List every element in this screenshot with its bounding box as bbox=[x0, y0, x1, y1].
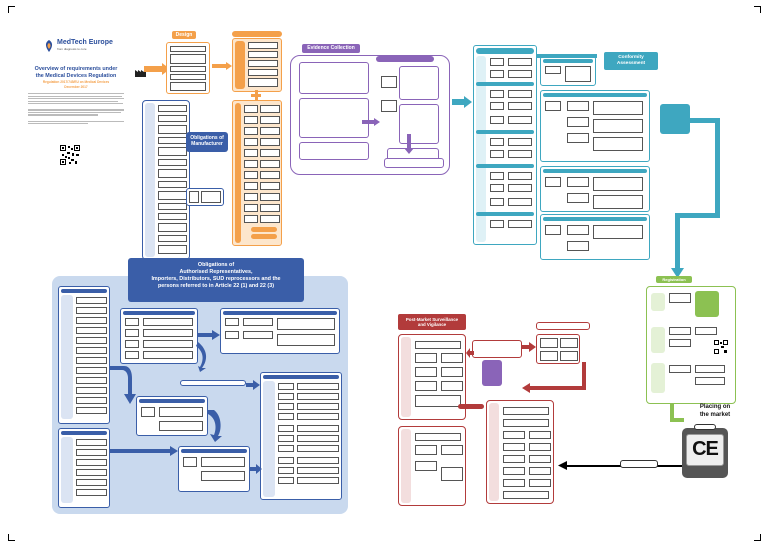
ar-arrow-7 bbox=[250, 464, 262, 474]
pms-left-box bbox=[398, 334, 466, 420]
conformity-down-arrow bbox=[671, 268, 684, 278]
ar-left-list-1 bbox=[58, 286, 110, 424]
ar-middle-bar bbox=[180, 380, 246, 386]
design-lower-box bbox=[232, 100, 282, 246]
ar-arrow-6 bbox=[246, 380, 260, 390]
conformity-right-line-h2 bbox=[678, 213, 720, 218]
registration-down-line bbox=[670, 404, 674, 422]
registration-header: Registration bbox=[656, 276, 692, 283]
conformity-right-line bbox=[690, 118, 720, 123]
ce-mark-tag bbox=[694, 424, 716, 430]
conformity-mid-box-1 bbox=[540, 56, 596, 86]
pms-arrow-left bbox=[466, 348, 474, 358]
ar-middle-box bbox=[136, 396, 208, 436]
ce-mark-text: CE bbox=[692, 438, 719, 460]
intro-body-text bbox=[28, 92, 124, 126]
manufacturer-header: Obligations of Manufacturer bbox=[186, 132, 228, 152]
evidence-header: Evidence Collection bbox=[302, 44, 360, 53]
ar-arrow-2 bbox=[196, 342, 207, 372]
ar-right-box bbox=[260, 372, 342, 500]
ar-header: Obligations of Authorised Representative… bbox=[128, 258, 304, 302]
brand-tagline: from diagnosis to cure bbox=[57, 47, 87, 51]
plus-icon bbox=[251, 90, 261, 100]
registration-qr-code bbox=[714, 340, 728, 354]
design-requirements-header bbox=[232, 31, 282, 37]
manufacturer-list bbox=[142, 100, 190, 260]
brand-logo: MedTech Europe from diagnosis to cure bbox=[42, 38, 113, 54]
crop-mark-top-left bbox=[8, 6, 15, 13]
ar-header-line3: Importers, Distributors, SUD reprocessor… bbox=[151, 276, 281, 282]
conformity-header-line1: Conformity bbox=[618, 55, 644, 60]
evidence-to-conformity-arrow bbox=[452, 96, 472, 108]
intro-title-line2: the Medical Devices Regulation bbox=[35, 73, 117, 79]
design-requirements-box bbox=[232, 38, 282, 92]
pms-header-line1: Post-Market Surveillance bbox=[405, 316, 459, 322]
intro-title: Overview of requirements under the Medic… bbox=[28, 66, 124, 89]
ce-mark-face: CE bbox=[686, 434, 724, 466]
ce-mark-note bbox=[620, 460, 658, 468]
pms-left-box-2 bbox=[398, 426, 466, 506]
intro-title-line1: Overview of requirements under bbox=[34, 66, 118, 72]
pms-center-box bbox=[472, 340, 522, 358]
design-header: Design bbox=[172, 31, 196, 39]
pms-arrow-return bbox=[522, 362, 586, 393]
factory-icon bbox=[135, 64, 147, 82]
crop-mark-bottom-left bbox=[8, 534, 15, 541]
pms-center-purple bbox=[482, 360, 502, 386]
registration-h-line bbox=[670, 418, 684, 422]
design-box bbox=[166, 42, 210, 94]
conformity-header: Conformity Assessment bbox=[604, 52, 658, 70]
placing-on-market-label: Placing on the market bbox=[690, 404, 740, 419]
ar-center-box-1 bbox=[120, 308, 198, 364]
ar-arrow-3 bbox=[208, 410, 222, 442]
ar-bottom-box bbox=[178, 446, 250, 492]
evidence-box bbox=[290, 55, 450, 175]
manufacturer-sidebox bbox=[186, 188, 224, 206]
conformity-right-box bbox=[660, 104, 690, 134]
ce-mark-arrow-head bbox=[558, 461, 567, 470]
evidence-arrow-left bbox=[362, 118, 380, 126]
registration-box bbox=[646, 286, 736, 404]
qr-code bbox=[60, 145, 80, 165]
ar-header-line2: Authorised Representatives, bbox=[179, 269, 253, 275]
manufacturer-header-line1: Obligations of bbox=[190, 135, 224, 141]
ar-header-line1: Obligations of bbox=[197, 262, 235, 268]
conformity-mid-box-4 bbox=[540, 214, 650, 260]
conformity-top-connector bbox=[537, 54, 597, 58]
crop-mark-bottom-right bbox=[754, 534, 761, 541]
brand-name: MedTech Europe bbox=[57, 39, 113, 46]
pms-arrow-right bbox=[522, 342, 536, 352]
conformity-header-line2: Assessment bbox=[616, 61, 646, 66]
intro-subtitle: Regulation 2017/745/EU on Medical Device… bbox=[42, 80, 110, 84]
placing-line1: Placing on bbox=[699, 404, 731, 410]
design-arrow-right bbox=[212, 62, 232, 70]
design-arrow bbox=[144, 63, 170, 75]
ar-header-line4: persons referred to in Article 22 (1) an… bbox=[157, 283, 275, 289]
brand-logo-icon bbox=[45, 40, 53, 52]
evidence-bottom-note bbox=[384, 158, 444, 168]
ar-arrow-5 bbox=[110, 446, 178, 456]
conformity-down-line bbox=[675, 213, 680, 273]
conformity-mid-box-3 bbox=[540, 166, 650, 212]
pms-bottom-right-box bbox=[486, 400, 554, 504]
conformity-outer-box bbox=[473, 45, 537, 245]
conformity-mid-box-2 bbox=[540, 90, 650, 162]
ar-left-list-2 bbox=[58, 428, 110, 508]
evidence-arrow-down bbox=[404, 134, 414, 154]
conformity-right-line-down bbox=[715, 118, 720, 218]
pms-header: Post-Market Surveillance and Vigilance bbox=[398, 314, 466, 330]
manufacturer-header-line2: Manufacturer bbox=[191, 141, 223, 147]
ar-arrow-4 bbox=[110, 366, 136, 404]
pms-top-right-box bbox=[536, 322, 590, 330]
ar-center-box-2 bbox=[220, 308, 340, 354]
evidence-connector-box bbox=[376, 56, 434, 62]
ar-arrow-1 bbox=[198, 330, 220, 340]
pms-header-line2: and Vigilance bbox=[417, 322, 447, 327]
crop-mark-top-right bbox=[754, 6, 761, 13]
pms-mid-right-box bbox=[536, 334, 580, 364]
pms-center-bar bbox=[458, 404, 484, 409]
placing-line2: the market bbox=[699, 411, 731, 418]
intro-date: December 2017 bbox=[64, 85, 88, 89]
